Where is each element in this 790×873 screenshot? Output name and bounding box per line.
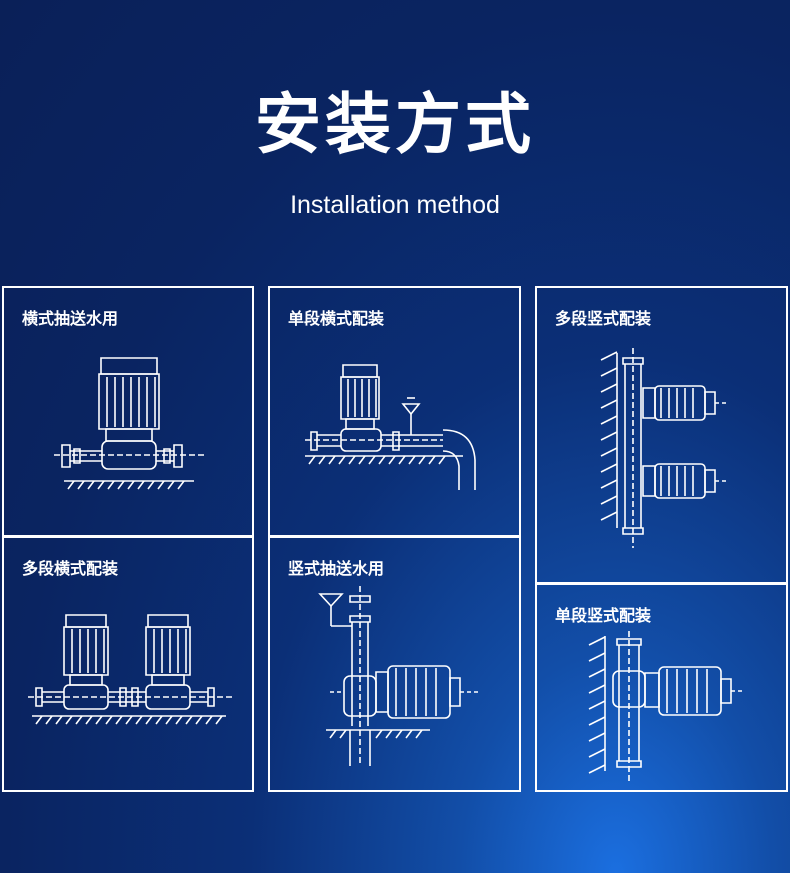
panel-label: 单段横式配装 xyxy=(288,309,385,328)
vertical-two-pumps-diagram xyxy=(597,348,737,553)
panel-horizontal-multi: 多段横式配装 xyxy=(2,536,254,792)
panel-label: 竖式抽送水用 xyxy=(288,559,385,578)
panel-label: 多段竖式配装 xyxy=(555,309,652,328)
panel-label: 单段竖式配装 xyxy=(555,606,652,625)
horizontal-pump-elbow-diagram xyxy=(303,360,493,490)
page-title: 安装方式 xyxy=(255,86,535,163)
vertical-pump-suction-diagram xyxy=(320,586,490,776)
panel-vertical-single: 单段竖式配装 xyxy=(535,583,788,792)
vertical-one-pump-diagram xyxy=(585,631,745,781)
horizontal-two-pumps-diagram xyxy=(26,610,236,740)
panel-vertical-suction: 竖式抽送水用 xyxy=(268,536,521,792)
panel-horizontal-single: 横式抽送水用 xyxy=(2,286,254,537)
horizontal-single-pump-diagram xyxy=(44,353,214,493)
panel-horizontal-elbow: 单段横式配装 xyxy=(268,286,521,537)
panel-label: 横式抽送水用 xyxy=(22,309,119,328)
panel-vertical-multi: 多段竖式配装 xyxy=(535,286,788,584)
page-subtitle: Installation method xyxy=(290,191,500,219)
panel-label: 多段横式配装 xyxy=(22,559,119,578)
